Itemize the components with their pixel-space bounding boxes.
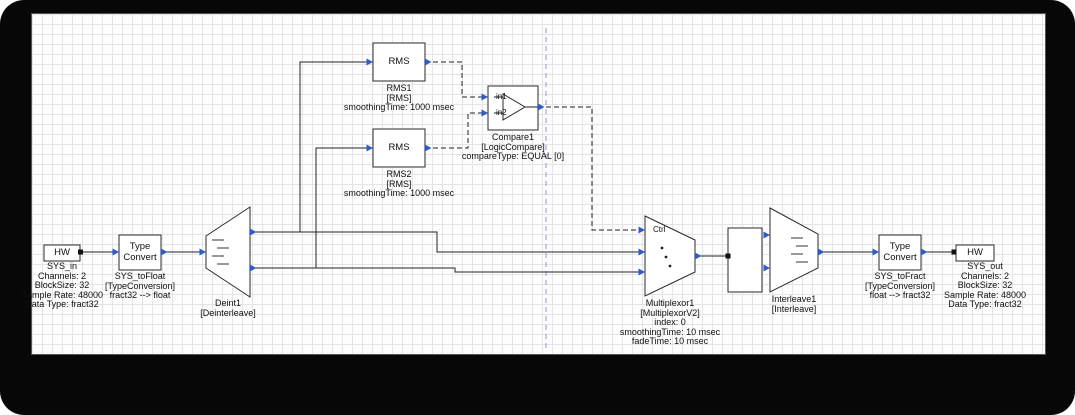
wire-deint-out2-to-mux-in2[interactable]	[250, 267, 645, 273]
rms1-output-pin-icon[interactable]	[425, 58, 432, 66]
wire-rms1-to-compare-in1[interactable]	[425, 61, 488, 98]
deinterleave-hatch-icon	[212, 239, 229, 265]
rms2-output-pin-icon[interactable]	[425, 144, 432, 152]
sys-in-hw-pin-icon[interactable]	[78, 249, 83, 255]
rms2-input-pin-icon[interactable]	[366, 144, 374, 152]
interleave1-block[interactable]	[769, 207, 819, 293]
sys-to-float-caption: SYS_toFloat[TypeConversion]fract32 --> f…	[104, 271, 176, 301]
rms1-block[interactable]	[372, 42, 426, 82]
multiplexor1-block[interactable]	[644, 215, 696, 297]
wire-branch-to-rms2[interactable]	[315, 147, 373, 268]
sys-to-fract-label: Type Convert	[883, 241, 917, 263]
sys-in-label: HW	[54, 246, 70, 258]
wire-rms2-to-compare-in2[interactable]	[425, 112, 488, 149]
interleave1-in1-pin-icon[interactable]	[763, 231, 771, 239]
compare1-in2-pin-icon[interactable]	[481, 109, 489, 117]
sys-to-fract-output-pin-icon[interactable]	[921, 248, 928, 256]
sys-out-hw-pin-icon[interactable]	[951, 249, 957, 255]
compare1-in2-label: in2	[496, 108, 507, 117]
rms1-label: RMS	[388, 55, 410, 67]
mux-positions-icon	[660, 246, 672, 268]
comparator-triangle-icon	[502, 93, 526, 121]
design-canvas[interactable]	[31, 13, 1046, 355]
mux-ctrl-pin-icon[interactable]	[638, 226, 646, 234]
sys-to-fract-block[interactable]	[878, 234, 922, 271]
rms1-caption: RMS1[RMS]smoothingTime: 1000 msec	[343, 83, 455, 113]
wire-compare-to-mux-ctrl[interactable]	[538, 106, 645, 231]
deint1-caption: Deint1[Deinterleave]	[200, 298, 256, 318]
compare1-in1-label: in1	[496, 92, 507, 101]
mux-in2-pin-icon[interactable]	[638, 268, 646, 276]
compare1-caption: Compare1[LogicCompare]compareType: EQUAL…	[461, 132, 565, 162]
interleave1-in2-pin-icon[interactable]	[763, 264, 771, 272]
interleave1-output-pin-icon[interactable]	[818, 248, 825, 256]
wire-branch-to-rms1[interactable]	[299, 61, 373, 232]
rms2-label: RMS	[388, 141, 410, 153]
interleave-hatch-icon	[791, 237, 808, 263]
sys-to-float-input-pin-icon[interactable]	[112, 248, 120, 256]
deint1-input-pin-icon[interactable]	[199, 248, 207, 256]
sys-to-float-output-pin-icon[interactable]	[161, 248, 168, 256]
sys-to-float-block[interactable]	[118, 234, 162, 271]
sys-out-label: HW	[967, 246, 983, 258]
wire-deint-out1-to-mux-in1[interactable]	[250, 231, 645, 253]
compare1-in1-pin-icon[interactable]	[481, 93, 489, 101]
rms2-caption: RMS2[RMS]smoothingTime: 1000 msec	[343, 169, 455, 199]
mux-output-pin-icon[interactable]	[695, 252, 702, 260]
rms1-input-pin-icon[interactable]	[366, 58, 374, 66]
sys-to-fract-caption: SYS_toFract[TypeConversion]float --> fra…	[864, 271, 936, 301]
unlabeled-block[interactable]	[727, 227, 763, 293]
compare1-output-pin-icon[interactable]	[538, 103, 545, 111]
rms2-block[interactable]	[372, 128, 426, 168]
unlabeled-block-pin-icon[interactable]	[725, 253, 731, 259]
mux-ctrl-label: Ctrl	[653, 225, 666, 234]
sys-to-fract-input-pin-icon[interactable]	[872, 248, 880, 256]
mux-in1-pin-icon[interactable]	[638, 248, 646, 256]
deint1-block[interactable]	[205, 206, 251, 298]
deint1-out1-pin-icon[interactable]	[250, 228, 257, 236]
sys-to-float-label: Type Convert	[123, 241, 157, 263]
interleave1-caption: Interleave1[Interleave]	[771, 294, 817, 314]
deint1-out2-pin-icon[interactable]	[250, 264, 257, 272]
